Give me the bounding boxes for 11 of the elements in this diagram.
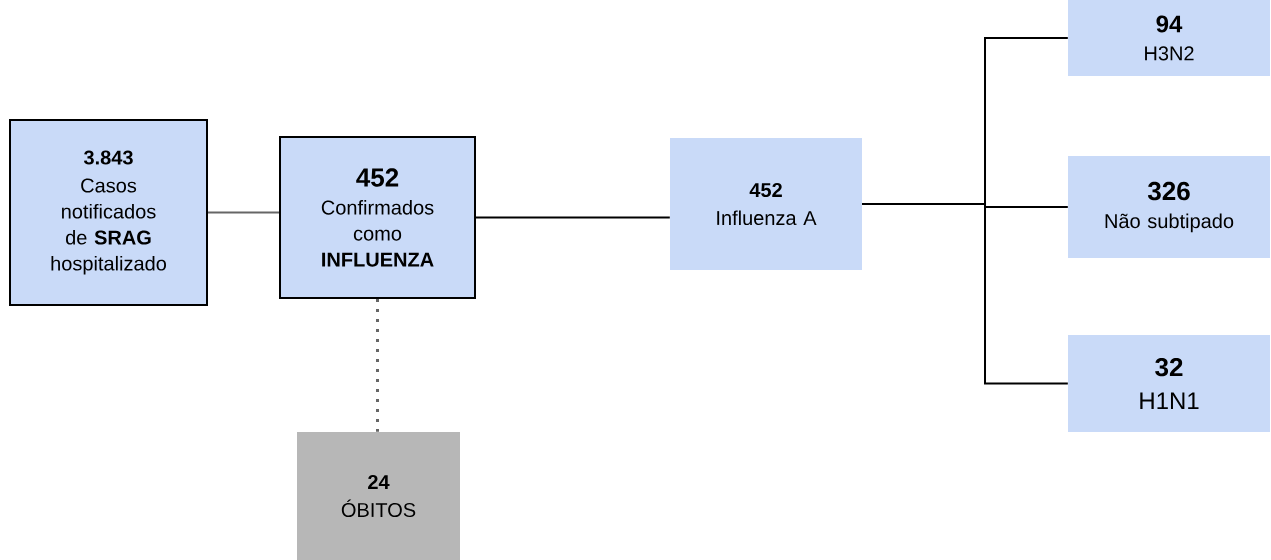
count-box: 452 Influenza A [670,138,862,270]
count-box: 326 Não subtipado [1068,156,1270,258]
dotted-line [376,299,379,432]
count-box: 3.843 Casos notificados de SRAG hospitalizado [9,119,208,306]
bracket-line [861,203,1069,385]
count-box: 32 H1N1 [1068,335,1270,432]
connector-line [475,216,671,219]
count-box: 452 Confirmados como INFLUENZA [279,136,476,299]
count-box: 94 H3N2 [1068,0,1270,76]
count-box: 24 ÓBITOS [297,432,460,560]
connector-line [207,211,280,214]
